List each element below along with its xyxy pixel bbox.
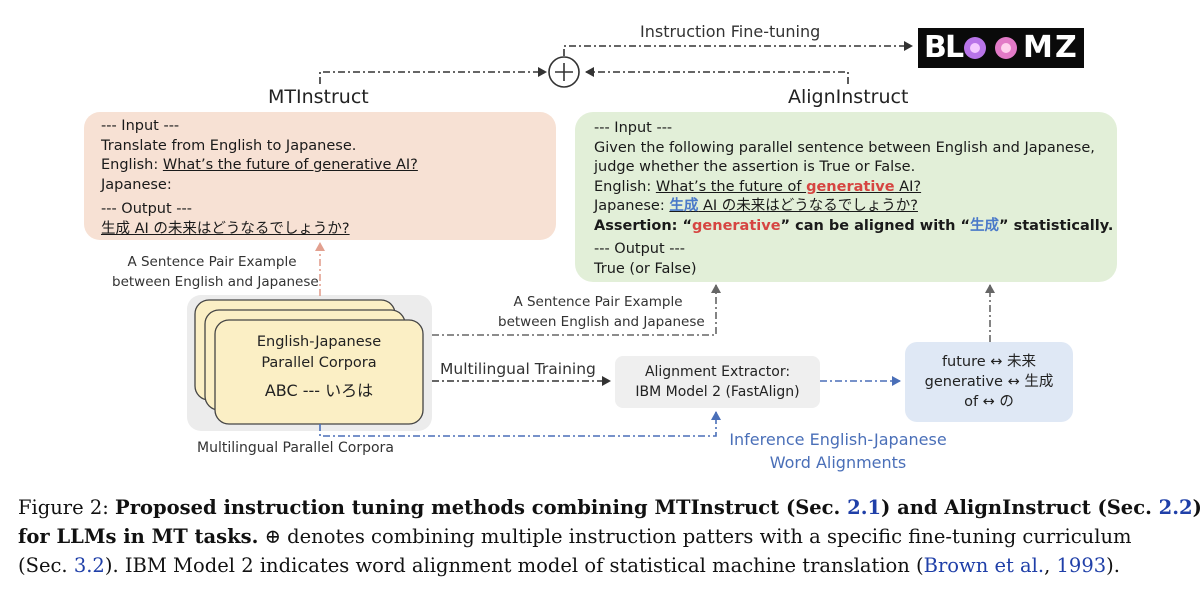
aligninstruct-title: AlignInstruct [788,86,909,108]
mtinstruct-box [84,112,556,240]
mtinstruct-content: --- Input --- Translate from English to … [101,117,418,239]
mt-japanese-label: Japanese: [101,176,172,193]
connector-plus-to-bloomz [563,41,913,56]
connector-inference [319,411,721,437]
align-line2: judge whether the assertion is True or F… [594,159,916,175]
bloomz-logo-text: B L M Z [924,30,1077,65]
align-line1: Given the following parallel sentence be… [594,139,1095,156]
mt-output-header: --- Output --- [101,201,192,217]
align-input-header: --- Input --- [594,120,673,136]
inference-label: Inference English-Japanese Word Alignmen… [729,430,947,472]
figure-caption: Figure 2: Proposed instruction tuning me… [18,496,1200,577]
bloomz-logo [918,28,1084,68]
mt-input-header: --- Input --- [101,118,180,134]
align-assertion-line: Assertion: “generative” can be aligned w… [594,217,1114,234]
extractor-box [615,356,820,408]
align-output-header: --- Output --- [594,241,685,257]
corpora-label: English-Japanese Parallel Corpora ABC --… [256,334,382,400]
alignments-box [905,342,1073,422]
mt-output-text: 生成 AI の未来はどうなるでしょうか? [101,220,350,237]
alignments-label: future ↔ 未来 generative ↔ 生成 of ↔ の [924,354,1054,410]
align-english-line: English: What’s the future of generative… [594,178,922,195]
align-output-text: True (or False) [594,260,697,277]
diagram-canvas [84,28,1117,437]
instruction-finetuning-label: Instruction Fine-tuning [640,22,821,41]
mtinstruct-title: MTInstruct [268,86,369,108]
connector-mt-to-plus [319,67,547,84]
extractor-label: Alignment Extractor: IBM Model 2 (FastAl… [635,364,800,400]
aligninstruct-box [575,112,1117,282]
connector-align-to-plus [585,67,849,84]
mt-english-line: English: What’s the future of generative… [101,157,418,173]
multilingual-training-label: Multilingual Training [440,360,596,378]
connector-corpora-to-align [432,284,721,336]
pair-example-left-label: A Sentence Pair Example between English … [112,254,319,290]
pair-example-right-label: A Sentence Pair Example between English … [498,294,705,330]
align-japanese-line: Japanese: 生成 AI の未来はどうなるでしょうか? [594,198,918,214]
mt-line1: Translate from English to Japanese. [101,137,357,154]
corpora-sheet-1 [214,319,424,425]
aligninstruct-content: --- Input --- Given the following parall… [594,119,1113,279]
multilingual-parallel-corpora-label: Multilingual Parallel Corpora [197,440,394,456]
